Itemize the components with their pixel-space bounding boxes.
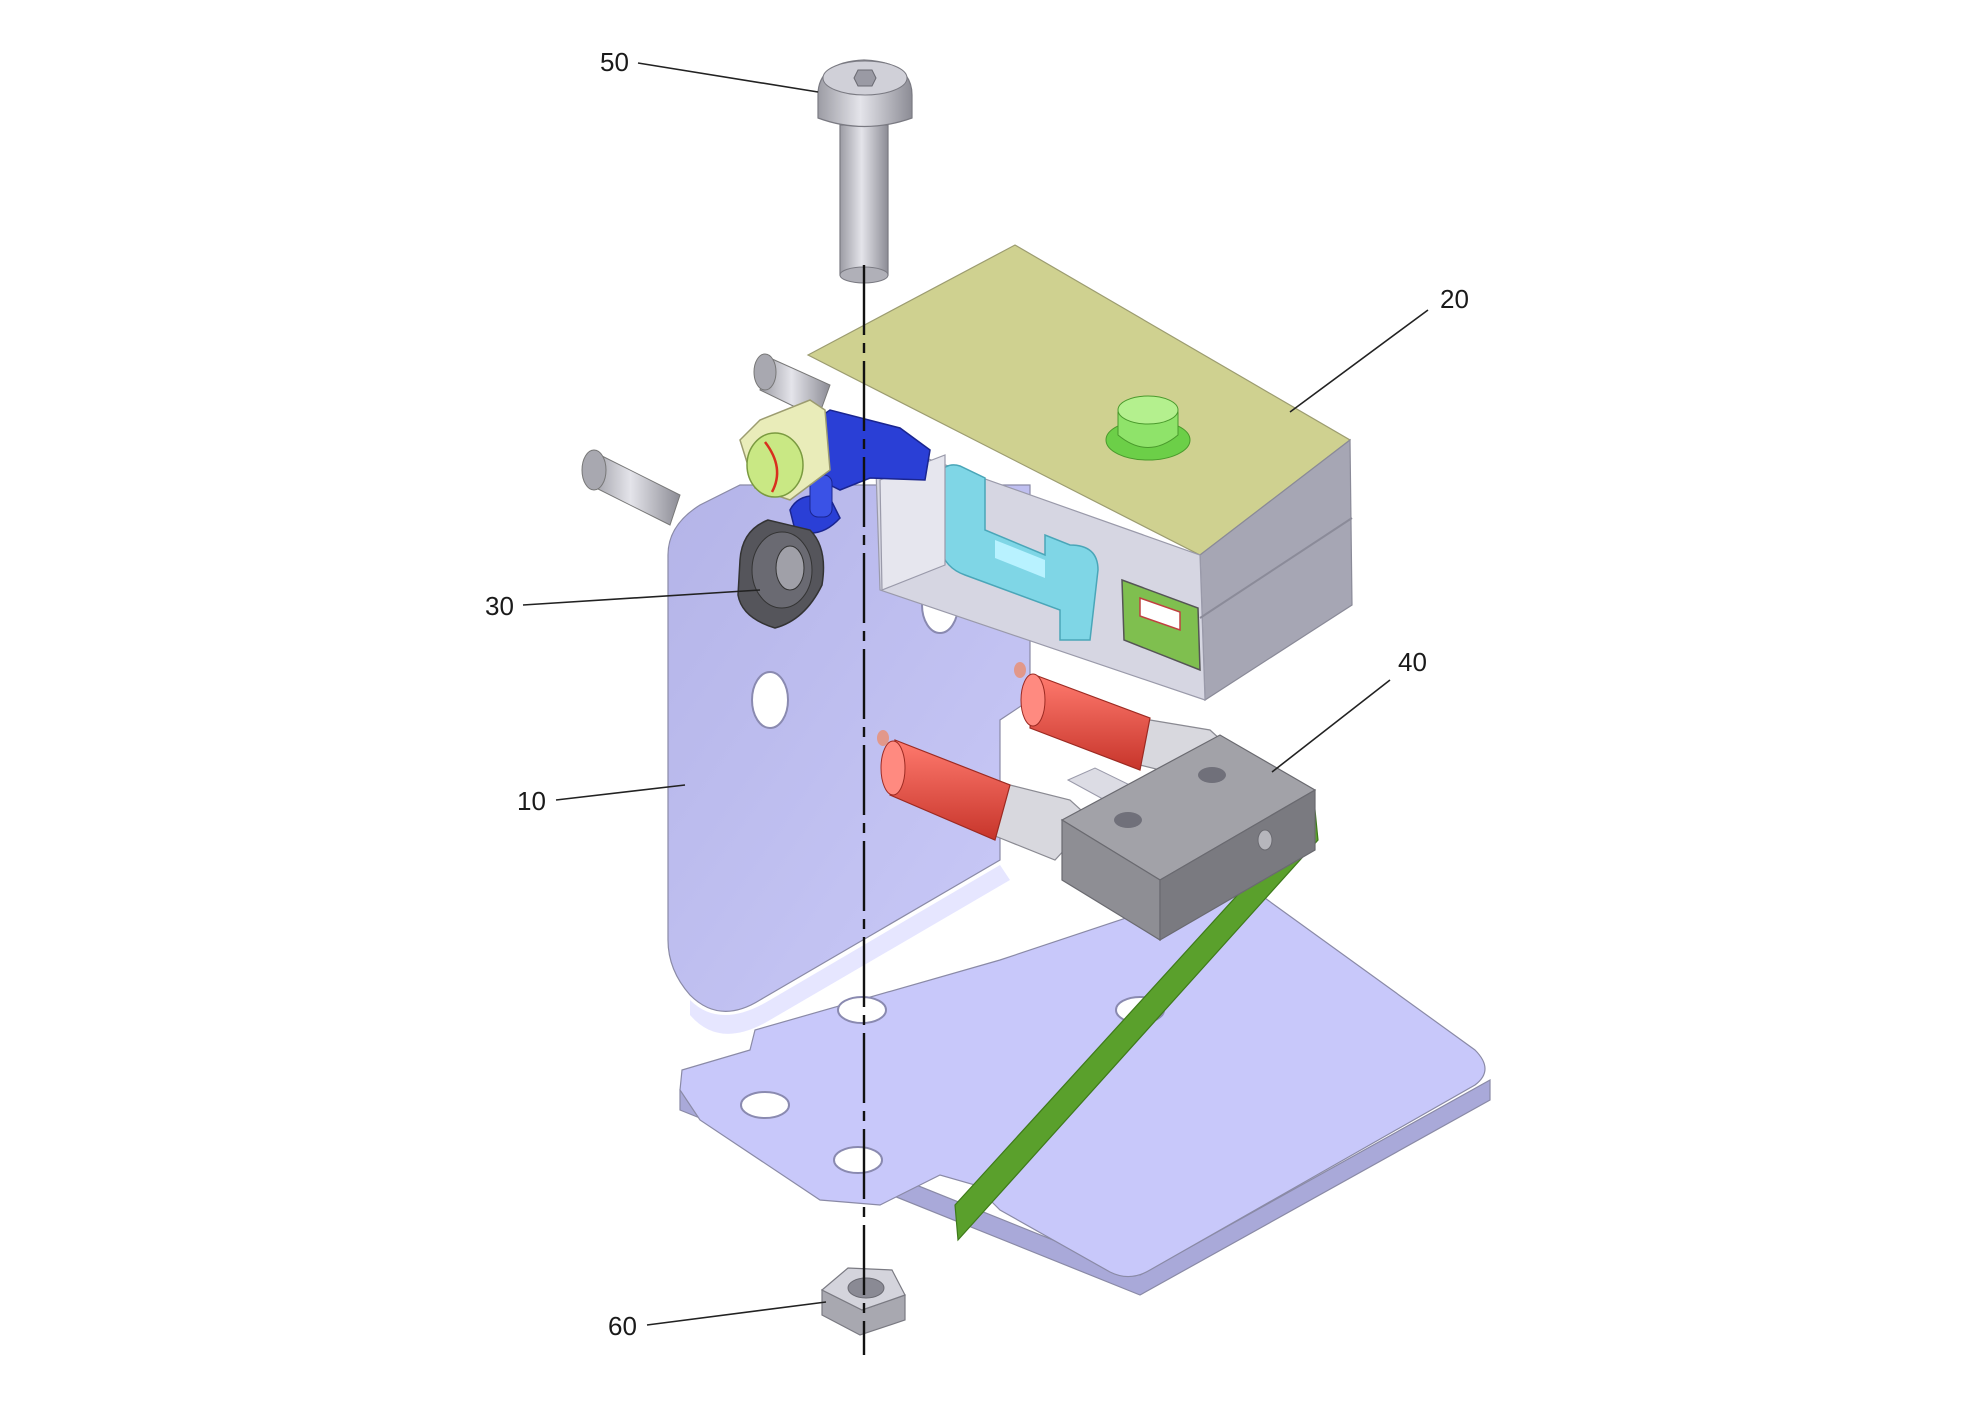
knurled-nut bbox=[737, 519, 825, 629]
callout-50: 50 bbox=[600, 47, 629, 77]
leader-line-40 bbox=[1271, 679, 1391, 773]
bracket-hole bbox=[833, 1146, 883, 1174]
dowel-pin-left bbox=[581, 449, 681, 526]
leader-line-20 bbox=[1289, 309, 1429, 413]
callout-60: 60 bbox=[608, 1311, 637, 1341]
leader-line-60 bbox=[646, 1301, 827, 1326]
leader-line-10 bbox=[555, 784, 686, 801]
bracket-hole bbox=[837, 996, 887, 1024]
callout-10: 10 bbox=[517, 786, 546, 816]
leader-line-30 bbox=[522, 589, 761, 606]
callout-30: 30 bbox=[485, 591, 514, 621]
blue-clip bbox=[789, 409, 931, 534]
leader-line-50 bbox=[637, 62, 819, 93]
bracket-hole bbox=[751, 671, 789, 729]
bracket-hole bbox=[740, 1091, 790, 1119]
housing-block bbox=[806, 244, 1353, 702]
red-pin-lower bbox=[877, 730, 1093, 861]
screw bbox=[817, 59, 913, 284]
yellow-ring bbox=[739, 399, 831, 501]
connector-block bbox=[1060, 734, 1317, 942]
green-cap bbox=[1105, 395, 1191, 461]
callout-40: 40 bbox=[1398, 647, 1427, 677]
green-strip bbox=[954, 808, 1319, 1242]
callout-20: 20 bbox=[1440, 284, 1469, 314]
